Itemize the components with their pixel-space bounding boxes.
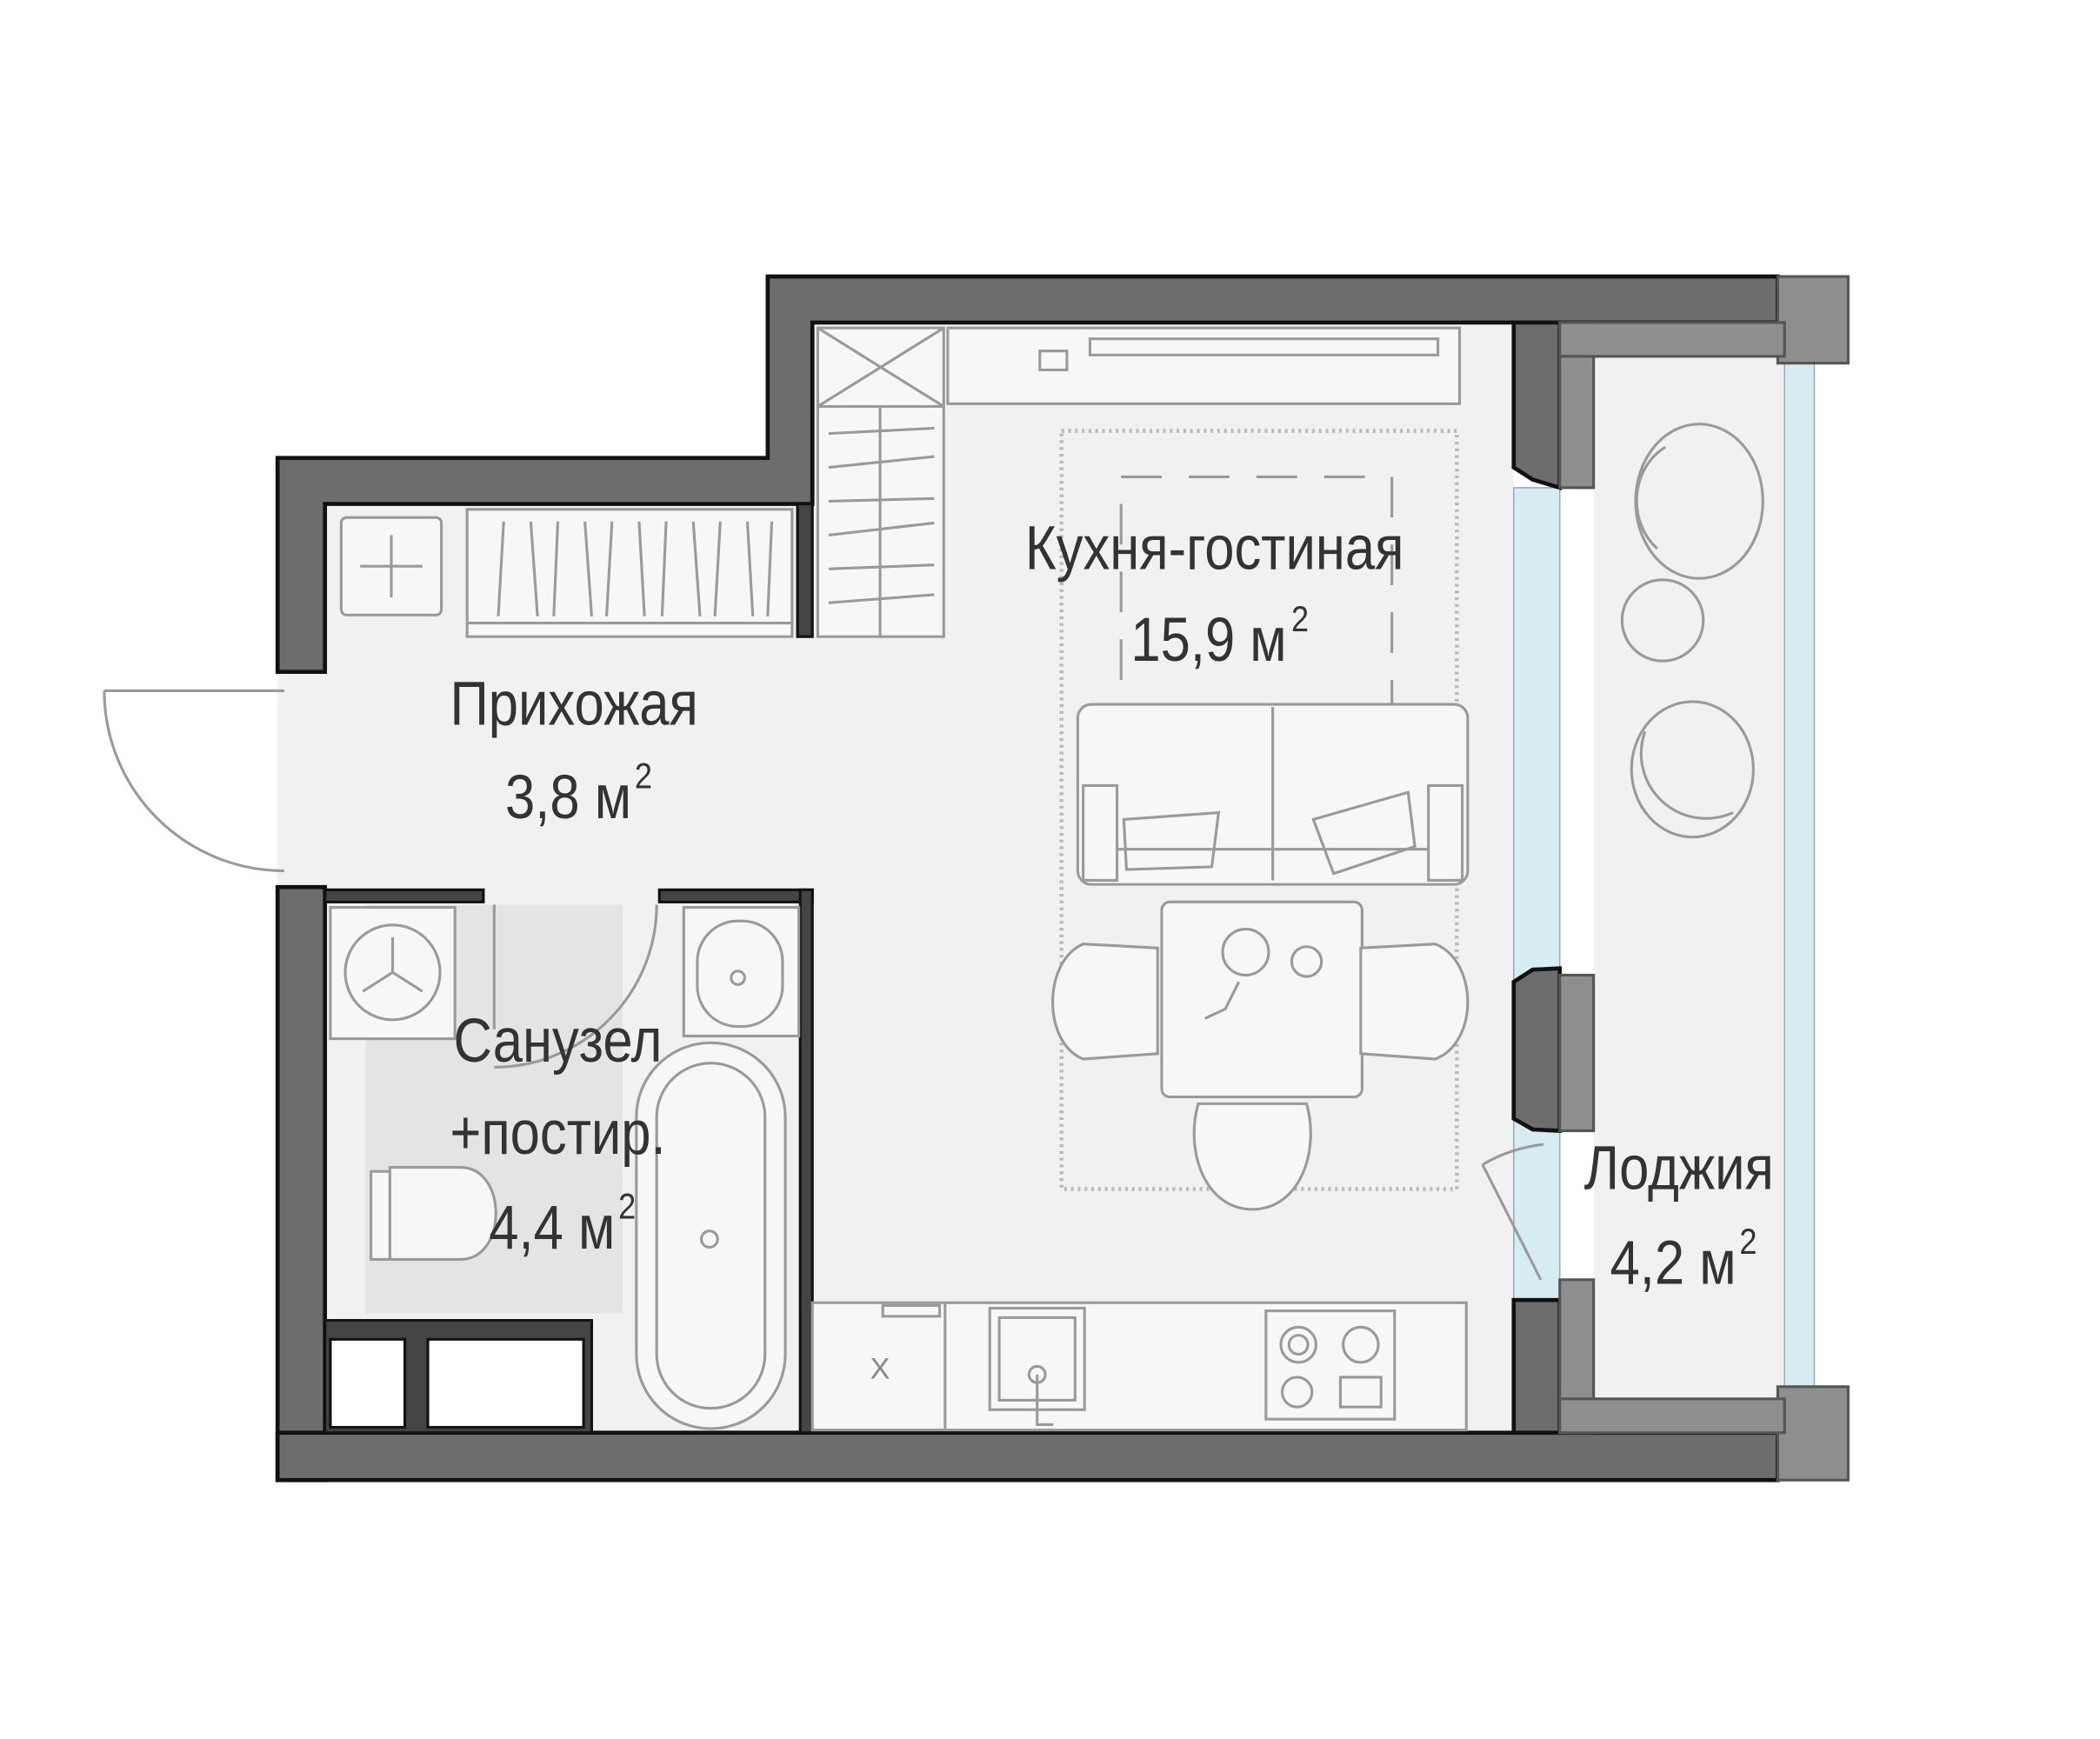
area-unit-sup: 2 — [618, 1187, 636, 1227]
boiler-unit — [339, 516, 443, 616]
sofa — [1076, 703, 1470, 886]
bathtub — [635, 1041, 787, 1430]
wall-bottom — [275, 1430, 1780, 1482]
bath-partition-left — [323, 888, 485, 903]
hall-wardrobe — [465, 508, 794, 638]
balcony-door — [1481, 1143, 1544, 1281]
closet-1 — [329, 1337, 407, 1429]
area-unit-sup: 2 — [635, 756, 652, 796]
loggia-floor — [1593, 356, 1785, 1399]
room-area: 3,8 м — [505, 763, 631, 832]
entry-opening-floor — [277, 671, 325, 888]
room-name: Лоджия — [1584, 1134, 1774, 1203]
room-name: Прихожая — [450, 670, 698, 738]
wall-right-lower — [1511, 1297, 1563, 1436]
wardrobe-partition — [796, 503, 814, 638]
cabinet-mark: X — [870, 1352, 890, 1385]
room-loggia: Лоджия 4,2 м 2 — [1584, 1134, 1774, 1297]
bathroom-sink — [682, 906, 801, 1038]
kitchen-wardrobe — [816, 326, 945, 638]
wall-top — [275, 274, 1780, 675]
loggia-wall-right-edge — [1558, 1397, 1786, 1435]
room-area: 4,2 м — [1610, 1229, 1737, 1297]
area-unit-sup: 2 — [1739, 1223, 1757, 1263]
room-area: 15,9 м — [1130, 606, 1286, 675]
room-hallway: Прихожая 3,8 м 2 — [450, 670, 698, 832]
room-name: Кухня-гостиная — [1025, 514, 1404, 583]
loggia-wall-top-edge — [1558, 321, 1786, 358]
cooktop — [1264, 1309, 1397, 1421]
closet-2 — [426, 1337, 585, 1429]
entrance-door — [103, 689, 284, 873]
room-bathroom: Санузел +постир. 4,4 м 2 — [450, 1007, 665, 1263]
loggia-wall-bottom — [1776, 1385, 1850, 1482]
loggia-wall-top — [1776, 275, 1850, 365]
room-kitchen-living: Кухня-гостиная 15,9 м 2 — [1025, 514, 1404, 675]
washing-machine — [329, 906, 457, 1041]
wall-right-middle — [1511, 966, 1563, 1133]
bath-partition-vertical — [798, 888, 814, 1435]
bathroom-door — [492, 904, 658, 1069]
kitchen-counter: X — [810, 1301, 1468, 1432]
loggia-furniture — [1620, 423, 1764, 839]
chairs — [1051, 943, 1470, 1211]
loggia-glazing — [1783, 362, 1816, 1388]
toilet — [370, 1165, 497, 1261]
dining-table — [1160, 900, 1363, 1099]
area-unit-sup: 2 — [1291, 600, 1309, 640]
wall-right-upper — [1511, 320, 1563, 491]
room-name: Санузел — [454, 1007, 663, 1076]
room-area: 4,4 м — [489, 1194, 615, 1263]
wall-left-lower — [275, 884, 328, 1482]
loggia-wall-mid-inner — [1558, 973, 1596, 1133]
bath-partition-right — [657, 888, 814, 903]
kitchen-sink — [988, 1306, 1086, 1426]
room-name-line2: +постир. — [450, 1099, 665, 1168]
tv-console — [946, 326, 1462, 405]
window-glazing — [1513, 487, 1561, 1301]
